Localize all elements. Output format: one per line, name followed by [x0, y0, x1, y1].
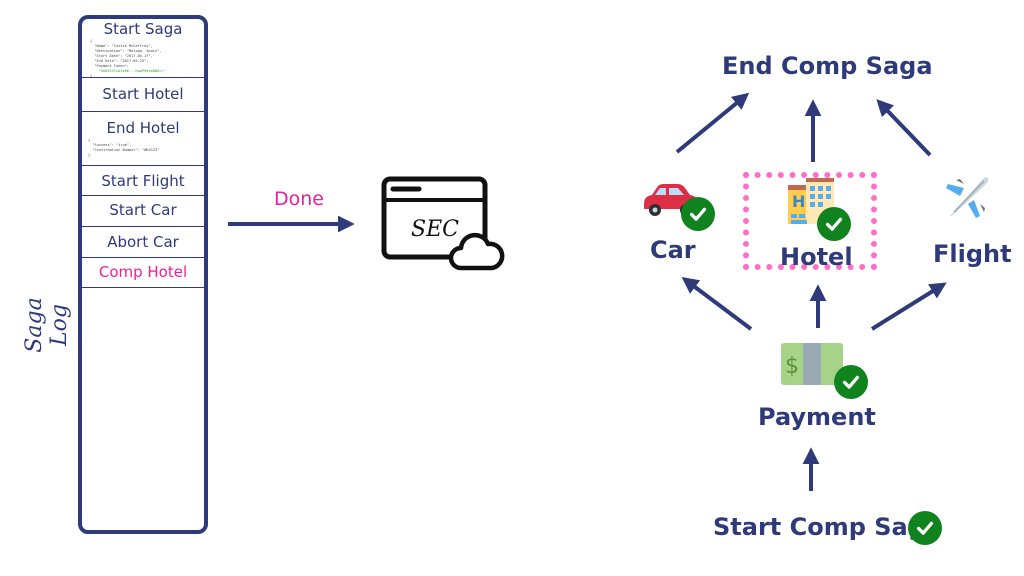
payment-label: Payment — [758, 403, 876, 431]
log-entry-title: Start Car — [109, 201, 177, 219]
money-icon: $ — [781, 343, 843, 389]
car-label: Car — [650, 236, 696, 264]
log-entry-title: Comp Hotel — [98, 263, 188, 281]
log-entry-abort-car: Abort Car — [82, 227, 204, 258]
log-entry-comp-hotel: Comp Hotel — [82, 258, 204, 288]
saga-log: Start Saga { "Name": "Caitie McCaffrey",… — [78, 15, 208, 534]
log-entry-start-hotel: Start Hotel — [82, 78, 204, 112]
log-entry-title: Start Flight — [101, 172, 185, 190]
log-entry-start-car: Start Car — [82, 196, 204, 227]
start-done-check-icon — [908, 511, 942, 545]
log-entry-title: Abort Car — [107, 233, 179, 251]
flight-label: Flight — [933, 240, 1012, 268]
done-label: Done — [274, 188, 324, 210]
log-entry-title: End Hotel — [106, 119, 180, 137]
arrow-flight-to-end — [876, 99, 932, 157]
sec-icon: SEC — [381, 176, 505, 280]
airplane-icon — [944, 174, 990, 224]
log-entry-payload: { "Name": "Caitie McCaffrey", "Destinati… — [90, 39, 166, 78]
arrow-payment-to-flight — [870, 282, 947, 331]
car-done-check-icon — [681, 197, 715, 231]
hotel-done-check-icon — [817, 207, 851, 241]
log-entry-title: Start Saga — [103, 20, 183, 38]
arrow-payment-to-car — [681, 276, 753, 331]
start-comp-saga-label: Start Comp Saga — [713, 513, 942, 541]
log-entry-end-hotel: End Hotel { "Success": "true", "Confirma… — [82, 112, 204, 166]
log-entry-start-saga: Start Saga { "Name": "Caitie McCaffrey",… — [82, 19, 204, 78]
svg-text:$: $ — [785, 354, 799, 379]
log-entry-start-flight: Start Flight — [82, 166, 204, 196]
hotel-highlight-box — [743, 172, 877, 270]
end-comp-saga-label: End Comp Saga — [722, 52, 933, 80]
sec-text: SEC — [411, 217, 459, 242]
hotel-label: Hotel — [780, 243, 853, 271]
svg-text:H: H — [792, 192, 805, 211]
arrow-car-to-end — [675, 92, 750, 154]
payment-done-check-icon — [834, 365, 868, 399]
log-entry-payload: { "Success": "true", "Confirmation Numbe… — [88, 138, 160, 157]
log-entry-title: Start Hotel — [102, 85, 184, 103]
